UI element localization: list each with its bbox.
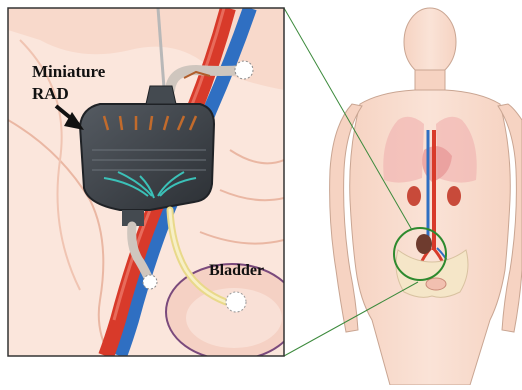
neck xyxy=(415,70,445,92)
device-label-line2: RAD xyxy=(32,84,69,104)
head xyxy=(404,8,456,76)
bladder-label: Bladder xyxy=(209,262,264,280)
kidney-right xyxy=(447,186,461,206)
kidney-left xyxy=(407,186,421,206)
anastomosis-bottom xyxy=(143,275,157,289)
mini-bladder xyxy=(426,278,446,290)
human-figure xyxy=(330,8,522,385)
mini-device xyxy=(416,234,432,254)
inset-panel xyxy=(8,8,298,360)
device-label-line1: Miniature xyxy=(32,62,105,82)
bladder-anastomosis xyxy=(226,292,246,312)
device-cap xyxy=(146,86,176,104)
anastomosis-top xyxy=(235,61,253,79)
